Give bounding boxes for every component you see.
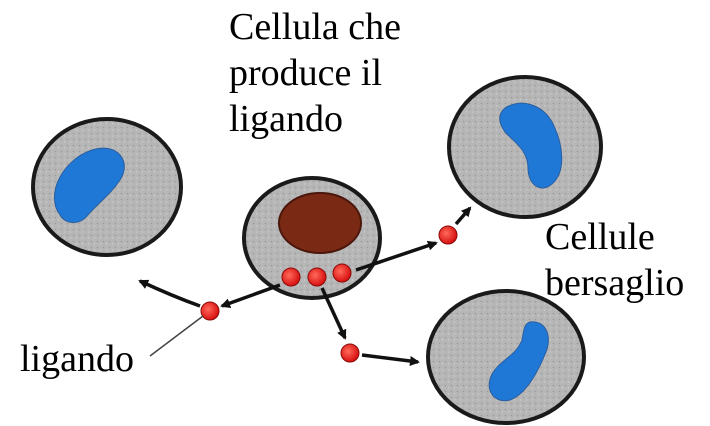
producer-nucleus: [279, 193, 361, 253]
targets-label-line2: bersaglio: [545, 260, 684, 306]
ligand-released-bottom: [341, 344, 359, 362]
producer-label-line2: produce il: [229, 50, 401, 96]
target-cell-top-right: [449, 77, 601, 217]
target-cell-bottom-right: [428, 291, 584, 423]
producer-cell-label: Cellula che produce il ligando: [229, 4, 401, 142]
ligand-inside-3: [333, 264, 351, 282]
producer-label-line3: ligando: [229, 96, 401, 142]
ligand-inside-2: [308, 268, 326, 286]
arrow-to-target-bottom-right: [362, 355, 418, 362]
arrow-to-target-top-right: [456, 208, 470, 224]
arrow-to-target-left: [140, 281, 200, 306]
target-cells-label: Cellule bersaglio: [545, 214, 684, 306]
ligand-released-top-right: [439, 226, 457, 244]
producer-cell: [244, 178, 380, 298]
producer-label-line1: Cellula che: [229, 4, 401, 50]
ligand-label: ligando: [20, 336, 134, 382]
ligand-pointer-line: [150, 316, 203, 356]
ligand-released-left: [201, 302, 219, 320]
target-cell-left: [33, 119, 181, 255]
ligand-inside-1: [282, 268, 300, 286]
targets-label-line1: Cellule: [545, 214, 684, 260]
arrow-to-ligand-left: [222, 285, 280, 306]
